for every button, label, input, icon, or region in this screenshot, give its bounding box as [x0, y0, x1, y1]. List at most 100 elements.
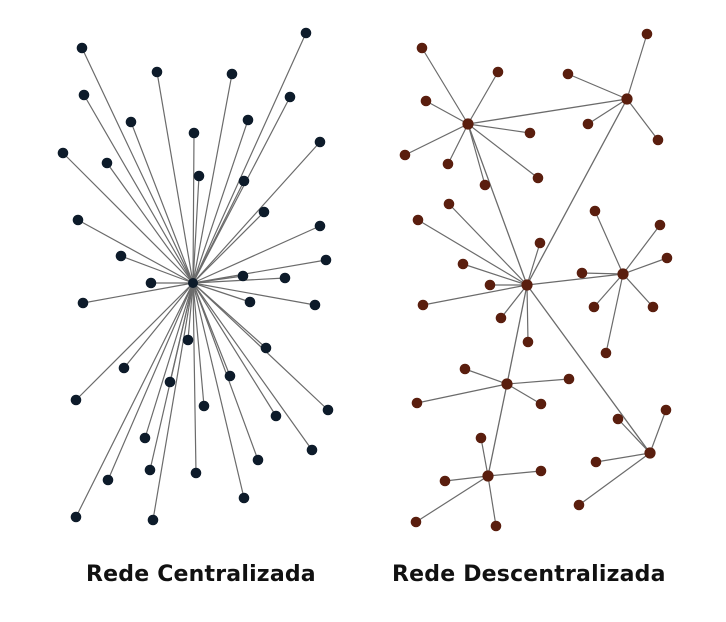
decentralized-edge: [500, 284, 528, 319]
decentralized-leaf-node: [562, 68, 574, 80]
decentralized-hub-node: [521, 279, 533, 291]
centralized-leaf-node: [320, 254, 332, 266]
decentralized-leaf-node: [475, 432, 487, 444]
centralized-leaf-node: [190, 467, 202, 479]
decentralized-hub-node: [617, 268, 629, 280]
centralized-leaf-node: [237, 270, 249, 282]
centralized-edge: [192, 225, 321, 284]
centralized-leaf-node: [57, 147, 69, 159]
decentralized-leaf-node: [484, 279, 496, 291]
decentralized-edge: [467, 123, 486, 186]
centralized-edge: [192, 132, 195, 284]
decentralized-leaf-node: [563, 373, 575, 385]
centralized-edge: [192, 282, 316, 306]
decentralized-edge: [649, 409, 667, 454]
centralized-leaf-node: [193, 170, 205, 182]
decentralized-hub-link: [506, 284, 528, 385]
decentralized-edge: [464, 368, 508, 385]
centralized-edge: [192, 282, 329, 411]
decentralized-leaf-node: [457, 258, 469, 270]
centralized-leaf-node: [78, 89, 90, 101]
decentralized-leaf-node: [573, 499, 585, 511]
decentralized-leaf-node: [660, 404, 672, 416]
centralized-edge: [106, 162, 194, 284]
decentralized-edge: [506, 378, 570, 385]
decentralized-hub-link: [526, 284, 651, 454]
centralized-edge: [192, 73, 233, 284]
centralized-edge: [192, 282, 197, 474]
centralized-leaf-node: [151, 66, 163, 78]
decentralized-hub-node: [462, 118, 474, 130]
centralized-leaf-node: [145, 277, 157, 289]
centralized-leaf-node: [115, 250, 127, 262]
decentralized-leaf-node: [420, 95, 432, 107]
centralized-edge: [192, 282, 245, 499]
decentralized-edge: [404, 123, 469, 156]
decentralized-edge: [467, 123, 531, 134]
decentralized-edge: [421, 47, 469, 125]
decentralized-leaf-node: [411, 397, 423, 409]
decentralized-edge: [622, 273, 654, 308]
decentralized-edge: [444, 475, 489, 482]
centralized-edge: [75, 282, 194, 518]
decentralized-hub-link: [526, 98, 628, 286]
centralized-edge: [192, 175, 200, 284]
centralized-network-label: Rede Centralizada: [86, 562, 316, 587]
centralized-leaf-node: [309, 299, 321, 311]
decentralized-hub-node: [621, 93, 633, 105]
centralized-edge: [75, 282, 194, 401]
centralized-leaf-node: [244, 296, 256, 308]
centralized-edge: [156, 71, 194, 284]
decentralized-hub-link: [467, 123, 528, 286]
centralized-edge: [192, 211, 265, 284]
decentralized-edge: [587, 98, 628, 125]
centralized-leaf-node: [270, 410, 282, 422]
centralized-leaf-node: [182, 334, 194, 346]
centralized-edge: [192, 180, 245, 284]
decentralized-leaf-node: [576, 267, 588, 279]
centralized-edge: [192, 282, 277, 417]
centralized-leaf-node: [238, 175, 250, 187]
decentralized-hub-link: [526, 273, 624, 286]
centralized-edge: [152, 282, 194, 521]
centralized-edge: [192, 277, 286, 284]
decentralized-leaf-node: [582, 118, 594, 130]
decentralized-leaf-node: [410, 516, 422, 528]
decentralized-edge: [593, 273, 624, 308]
centralized-leaf-node: [101, 157, 113, 169]
decentralized-edge: [605, 273, 624, 354]
centralized-leaf-node: [198, 400, 210, 412]
decentralized-edge: [448, 203, 528, 286]
centralized-leaf-node: [226, 68, 238, 80]
centralized-leaf-node: [164, 376, 176, 388]
decentralized-leaf-node: [416, 42, 428, 54]
decentralized-edge: [417, 219, 528, 286]
centralized-edge: [192, 141, 321, 284]
centralized-edge: [192, 282, 259, 461]
decentralized-edge: [578, 452, 651, 506]
centralized-leaf-node: [238, 492, 250, 504]
decentralized-hub-node: [482, 470, 494, 482]
centralized-edge: [192, 32, 307, 284]
centralized-leaf-node: [147, 514, 159, 526]
centralized-leaf-node: [284, 91, 296, 103]
centralized-network: [57, 27, 334, 526]
centralized-edge: [192, 282, 251, 303]
centralized-leaf-node: [279, 272, 291, 284]
centralized-leaf-node: [242, 114, 254, 126]
decentralized-leaf-node: [479, 179, 491, 191]
decentralized-edge: [526, 284, 529, 343]
decentralized-hub-node: [644, 447, 656, 459]
decentralized-leaf-node: [490, 520, 502, 532]
decentralized-leaf-node: [522, 336, 534, 348]
decentralized-edge: [622, 224, 661, 275]
decentralized-hub-link: [467, 98, 628, 125]
centralized-leaf-node: [70, 511, 82, 523]
centralized-hub-node: [188, 278, 198, 288]
decentralized-leaf-node: [535, 465, 547, 477]
decentralized-edge: [622, 257, 668, 275]
decentralized-leaf-node: [661, 252, 673, 264]
decentralized-leaf-node: [589, 205, 601, 217]
centralized-edge: [192, 259, 327, 284]
